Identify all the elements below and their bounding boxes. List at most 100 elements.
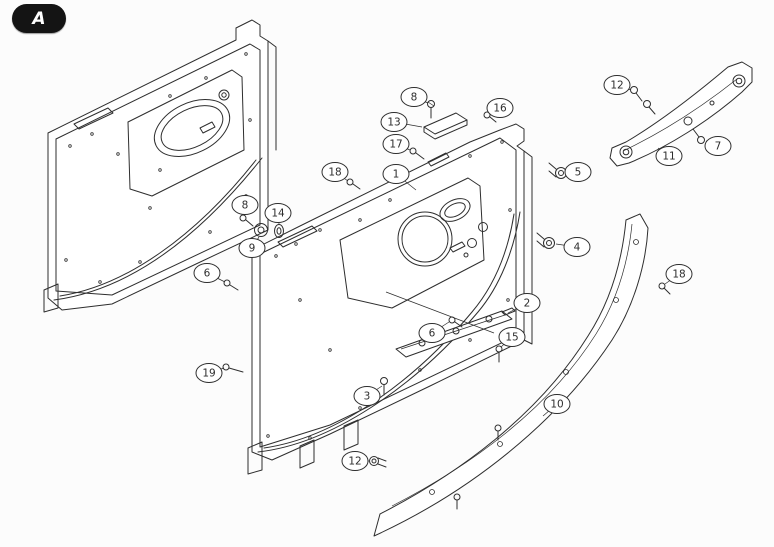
callout-balloon[interactable] bbox=[353, 386, 381, 406]
callout-balloon[interactable] bbox=[655, 146, 683, 166]
callout-7[interactable]: 7 bbox=[704, 136, 732, 156]
center-panel-drawing bbox=[247, 123, 533, 475]
callout-number: 8 bbox=[242, 200, 249, 212]
section-badge-label: A bbox=[32, 8, 46, 29]
callout-8[interactable]: 8 bbox=[231, 195, 259, 216]
callout-number: 18 bbox=[672, 269, 685, 281]
callout-balloon[interactable] bbox=[704, 136, 732, 156]
callout-14[interactable]: 14 bbox=[264, 203, 292, 225]
callout-balloon[interactable] bbox=[563, 237, 591, 257]
callout-number: 16 bbox=[493, 103, 507, 115]
callout-number: 8 bbox=[411, 92, 418, 104]
callout-number: 10 bbox=[550, 399, 563, 411]
callout-8[interactable]: 8 bbox=[400, 87, 429, 107]
screw-icon bbox=[495, 345, 503, 363]
callout-number: 5 bbox=[575, 167, 582, 179]
callout-number: 1 bbox=[393, 169, 400, 181]
screw-icon bbox=[223, 279, 239, 291]
callout-number: 3 bbox=[364, 391, 371, 403]
callout-19[interactable]: 19 bbox=[195, 363, 225, 383]
callout-balloon[interactable] bbox=[418, 323, 446, 343]
callout-15[interactable]: 15 bbox=[498, 327, 526, 348]
clip-part bbox=[501, 307, 516, 316]
screw-icon bbox=[692, 128, 705, 144]
callout-number: 7 bbox=[715, 141, 722, 153]
callout-1[interactable]: 1 bbox=[382, 164, 417, 191]
callout-17[interactable]: 17 bbox=[382, 134, 411, 154]
callout-number: 12 bbox=[610, 80, 623, 92]
callout-number: 17 bbox=[389, 139, 402, 151]
callout-18[interactable]: 18 bbox=[664, 264, 693, 285]
callout-balloon[interactable] bbox=[486, 98, 514, 118]
screw-icon bbox=[630, 86, 656, 115]
callout-18[interactable]: 18 bbox=[321, 162, 349, 182]
callout-balloon[interactable] bbox=[665, 264, 693, 284]
callout-balloon[interactable] bbox=[264, 203, 292, 223]
callout-number: 2 bbox=[524, 298, 531, 310]
callout-balloon[interactable] bbox=[603, 75, 631, 95]
pin-icon bbox=[536, 232, 555, 249]
screw-icon bbox=[453, 424, 502, 510]
callout-13[interactable]: 13 bbox=[380, 112, 423, 132]
hardware-glyphs bbox=[222, 86, 705, 510]
rear-cover-drawing bbox=[373, 213, 649, 537]
callout-balloon[interactable] bbox=[513, 293, 541, 313]
bushing-icon bbox=[254, 223, 268, 237]
callout-5[interactable]: 5 bbox=[564, 162, 592, 182]
callout-number: 9 bbox=[249, 243, 256, 255]
callout-balloon[interactable] bbox=[400, 87, 428, 107]
callout-number: 18 bbox=[328, 167, 341, 179]
left-panel-drawing bbox=[43, 19, 277, 313]
screw-icon bbox=[483, 111, 497, 123]
top-bracket-drawing bbox=[609, 61, 753, 167]
callout-layer: 8 13 16 17 1 18 12 7 11 5 4 8 14 9 6 18 2 6 15 19 3 10 12 bbox=[193, 75, 732, 471]
callout-balloon[interactable] bbox=[380, 112, 408, 132]
callout-number: 15 bbox=[505, 332, 518, 344]
callout-balloon[interactable] bbox=[341, 451, 369, 471]
callout-9[interactable]: 9 bbox=[238, 236, 266, 258]
callout-number: 4 bbox=[574, 242, 581, 254]
callout-6[interactable]: 6 bbox=[193, 263, 226, 283]
washer-icon bbox=[274, 224, 284, 238]
callout-balloon[interactable] bbox=[498, 327, 526, 347]
callout-number: 19 bbox=[202, 368, 215, 380]
callout-number: 6 bbox=[429, 328, 436, 340]
screw-icon bbox=[222, 363, 244, 373]
screw-icon bbox=[346, 178, 361, 190]
callout-balloon[interactable] bbox=[321, 162, 349, 182]
screw-icon bbox=[409, 147, 425, 160]
callout-16[interactable]: 16 bbox=[486, 98, 514, 118]
callout-balloon[interactable] bbox=[193, 263, 221, 283]
screw-icon bbox=[427, 100, 435, 119]
callout-balloon[interactable] bbox=[238, 238, 266, 258]
callout-6[interactable]: 6 bbox=[418, 321, 450, 343]
cover-plate-part bbox=[423, 112, 468, 140]
callout-11[interactable]: 11 bbox=[655, 146, 683, 166]
callout-number: 14 bbox=[271, 208, 285, 220]
callout-4[interactable]: 4 bbox=[555, 237, 591, 257]
callout-balloon[interactable] bbox=[382, 164, 410, 184]
callout-balloon[interactable] bbox=[231, 195, 259, 215]
callout-balloon[interactable] bbox=[382, 134, 410, 154]
callout-number: 6 bbox=[204, 268, 211, 280]
callout-3[interactable]: 3 bbox=[353, 385, 383, 406]
screw-icon bbox=[380, 377, 388, 396]
callout-number: 12 bbox=[348, 456, 361, 468]
screw-icon bbox=[239, 214, 254, 227]
callout-number: 13 bbox=[387, 117, 400, 129]
callout-2[interactable]: 2 bbox=[507, 293, 541, 314]
callout-balloon[interactable] bbox=[564, 162, 592, 182]
foot-pin-icon bbox=[369, 456, 387, 468]
section-badge: A bbox=[12, 4, 66, 33]
callout-10[interactable]: 10 bbox=[542, 394, 571, 417]
screw-icon bbox=[658, 282, 671, 295]
screw-hole-dots bbox=[64, 52, 252, 284]
callout-balloon[interactable] bbox=[195, 363, 223, 383]
pin-icon bbox=[548, 162, 567, 179]
screw-icon bbox=[448, 316, 463, 328]
callout-12[interactable]: 12 bbox=[341, 451, 369, 471]
callout-12[interactable]: 12 bbox=[603, 75, 632, 95]
callout-balloon[interactable] bbox=[543, 394, 571, 414]
